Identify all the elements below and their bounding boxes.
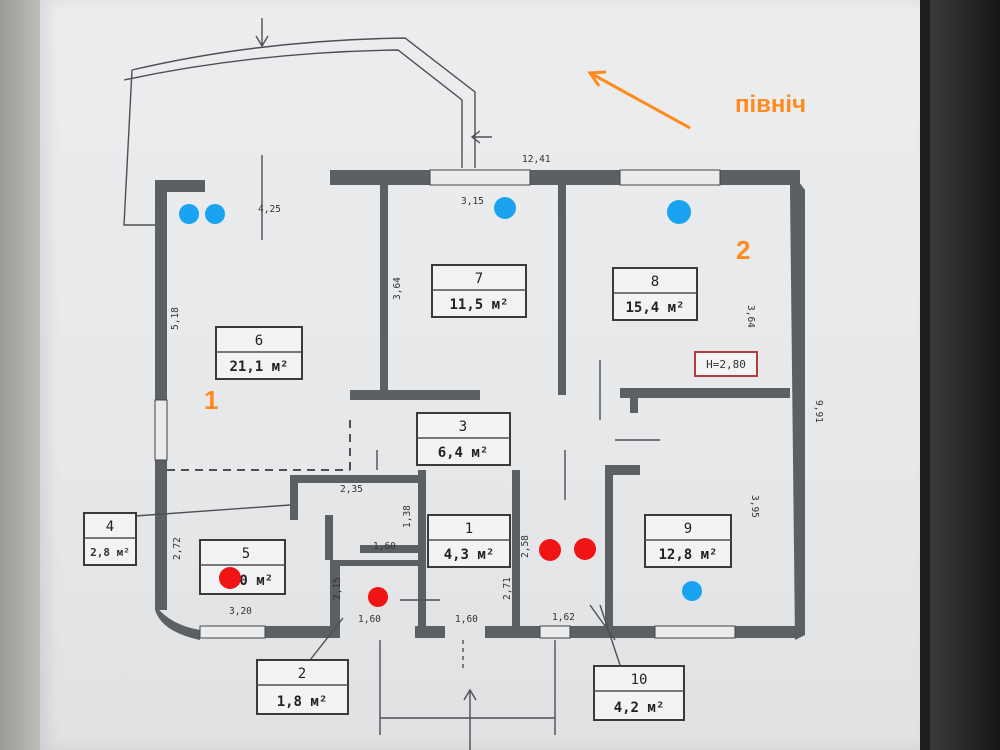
room-number: 1 <box>465 521 473 537</box>
dim-room6-height: 5,18 <box>170 307 181 330</box>
windows <box>154 169 736 639</box>
dim-bath-height: 1,38 <box>402 505 413 528</box>
dim-room9-height: 3,95 <box>749 495 760 518</box>
zone-1-label: 1 <box>204 385 218 415</box>
room-number: 4 <box>106 519 114 535</box>
red-markers <box>219 538 596 607</box>
room-number: 8 <box>651 274 659 290</box>
dimension-labels: 12,41 4,25 3,15 3,64 3,64 5,18 9,91 3,95… <box>170 154 824 625</box>
room-label-9: 9 12,8 м² <box>644 514 732 568</box>
red-marker <box>574 538 596 560</box>
room-area: 2,8 м² <box>90 546 130 559</box>
blue-marker <box>667 200 691 224</box>
room-label-5: 5 …0 м² <box>199 539 286 595</box>
room-number: 9 <box>684 521 692 537</box>
dim-room10-height: 2,58 <box>520 535 531 558</box>
room-label-4: 4 2,8 м² <box>83 512 137 566</box>
blue-marker <box>179 204 199 224</box>
room-number: 7 <box>475 271 483 287</box>
room-area: 21,1 м² <box>229 359 288 375</box>
dark-background <box>930 0 1000 750</box>
dim-hall-width: 2,35 <box>340 484 363 495</box>
room-number: 2 <box>298 666 306 682</box>
entrance <box>379 640 556 750</box>
red-marker <box>219 567 241 589</box>
dim-room10-width: 1,62 <box>552 612 575 623</box>
room-area: 4,2 м² <box>614 700 665 716</box>
dim-entry-width: 1,60 <box>455 614 478 625</box>
red-marker <box>539 539 561 561</box>
room-area: 15,4 м² <box>625 300 684 316</box>
room-label-7: 7 11,5 м² <box>431 264 527 318</box>
dim-room7-height: 3,64 <box>392 277 403 300</box>
blue-marker <box>682 581 702 601</box>
room10-leader <box>599 604 621 666</box>
room-area: 11,5 м² <box>449 297 508 313</box>
room-area: …0 м² <box>231 573 273 589</box>
room-number: 3 <box>459 419 467 435</box>
dim-right-total: 9,91 <box>813 400 824 423</box>
north-arrow <box>587 70 691 130</box>
room-number: 6 <box>255 333 263 349</box>
blue-marker <box>205 204 225 224</box>
dim-room5-width: 3,20 <box>229 606 252 617</box>
ceiling-height-label: H=2,80 <box>706 358 746 371</box>
room-area: 1,8 м² <box>277 694 328 710</box>
balcony-outline <box>123 18 492 240</box>
north-label: північ <box>735 91 806 118</box>
room-area: 4,3 м² <box>444 547 495 563</box>
dim-room1-height: 2,71 <box>502 577 513 600</box>
room-number: 5 <box>242 546 250 562</box>
dim-room7-width: 3,15 <box>461 196 484 207</box>
partitions <box>167 360 660 641</box>
ceiling-height-box: H=2,80 <box>694 351 758 377</box>
dim-room8-height: 3,64 <box>745 305 756 328</box>
dim-room2-width: 1,60 <box>358 614 381 625</box>
room2-leader <box>309 617 344 661</box>
blue-markers <box>179 197 702 601</box>
room4-leader <box>134 504 291 517</box>
paper-sheet <box>40 0 920 750</box>
dim-room2-height: 2,15 <box>332 577 343 600</box>
room-label-2: 2 1,8 м² <box>256 659 349 715</box>
zone-2-label: 2 <box>736 235 750 265</box>
room-label-6: 6 21,1 м² <box>215 326 303 380</box>
dim-top-total: 12,41 <box>522 154 551 165</box>
room-number: 10 <box>631 672 648 688</box>
red-marker <box>368 587 388 607</box>
room-label-8: 8 15,4 м² <box>612 267 698 321</box>
dim-bath-width: 1,60 <box>373 541 396 552</box>
dim-room5-height: 2,72 <box>172 537 183 560</box>
room-area: 12,8 м² <box>658 547 717 563</box>
room-label-10: 10 4,2 м² <box>593 665 685 721</box>
room-label-3: 3 6,4 м² <box>416 412 511 466</box>
dim-left-top: 4,25 <box>258 204 281 215</box>
room-area: 6,4 м² <box>438 445 489 461</box>
blue-marker <box>494 197 516 219</box>
room-label-1: 1 4,3 м² <box>427 514 511 568</box>
